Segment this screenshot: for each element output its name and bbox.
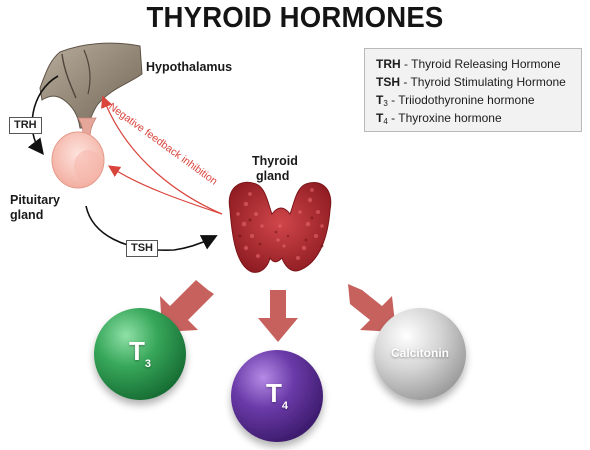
legend-box: TRH - Thyroid Releasing Hormone TSH - Th… xyxy=(364,48,582,132)
legend-item-trh: TRH - Thyroid Releasing Hormone xyxy=(376,57,561,71)
thyroid-gland-shape xyxy=(228,181,332,273)
calcitonin-sphere xyxy=(374,308,466,400)
calcitonin-label: Calcitonin xyxy=(390,346,449,360)
page-title: THYROID HORMONES xyxy=(146,2,444,34)
trh-arrow xyxy=(27,75,59,156)
t4-sphere xyxy=(231,350,323,442)
legend-item-t3: T3 - Triiodothyronine hormone xyxy=(376,93,535,108)
tsh-arrow xyxy=(85,205,218,251)
tsh-tag: TSH xyxy=(126,240,158,257)
arrow-to-calcitonin xyxy=(348,284,396,332)
pituitary-label: Pituitary gland xyxy=(10,193,61,222)
t3-label: T3 xyxy=(128,336,151,370)
legend-item-tsh: TSH - Thyroid Stimulating Hormone xyxy=(376,75,566,89)
trh-tag: TRH xyxy=(9,117,42,134)
arrow-to-t3 xyxy=(160,280,214,332)
feedback-arrow-to-hypothalamus xyxy=(101,95,223,215)
legend-item-t4: T4 - Thyroxine hormone xyxy=(376,111,502,126)
thyroid-label: Thyroid gland xyxy=(252,154,298,183)
feedback-arrow-to-pituitary xyxy=(107,165,223,215)
t4-label: T4 xyxy=(265,378,288,412)
arrow-to-t4 xyxy=(258,290,298,342)
hypothalamus-label: Hypothalamus xyxy=(146,60,233,74)
t3-sphere xyxy=(94,308,186,400)
